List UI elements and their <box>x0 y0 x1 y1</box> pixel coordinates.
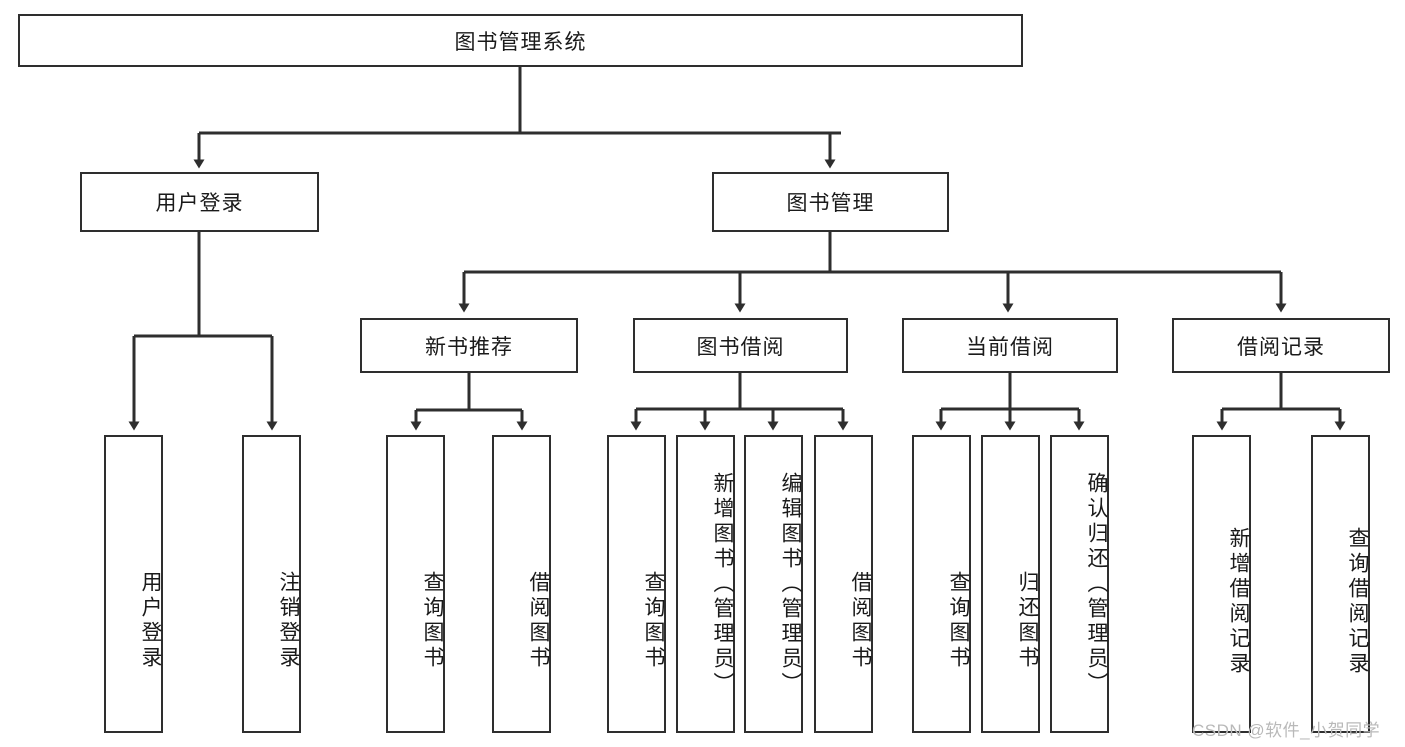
leaf-return-book[interactable]: 归还图书 <box>981 435 1040 733</box>
leaf-query-book-recommend[interactable]: 查询图书 <box>386 435 445 733</box>
node-root-system[interactable]: 图书管理系统 <box>18 14 1023 67</box>
node-label: 新增借阅记录 <box>1227 527 1250 677</box>
leaf-confirm-return-admin[interactable]: 确认归还（管理员） <box>1050 435 1109 733</box>
node-new-book-recommend[interactable]: 新书推荐 <box>360 318 578 373</box>
node-label: 确认归还（管理员） <box>1085 471 1108 697</box>
node-label: 当前借阅 <box>966 335 1054 359</box>
node-label: 新书推荐 <box>425 335 513 359</box>
leaf-add-book-admin[interactable]: 新增图书（管理员） <box>676 435 735 733</box>
node-label: 新增图书（管理员） <box>711 471 734 697</box>
node-label: 编辑图书（管理员） <box>779 471 802 697</box>
leaf-borrow-book-recommend[interactable]: 借阅图书 <box>492 435 551 733</box>
csdn-watermark: CSDN @软件_小贺同学 <box>1192 721 1381 740</box>
node-label: 借阅图书 <box>849 571 872 671</box>
leaf-user-login[interactable]: 用户登录 <box>104 435 163 733</box>
node-user-login[interactable]: 用户登录 <box>80 172 319 232</box>
leaf-borrow-book[interactable]: 借阅图书 <box>814 435 873 733</box>
node-label: 图书管理系统 <box>454 30 587 54</box>
leaf-logout[interactable]: 注销登录 <box>242 435 301 733</box>
node-label: 查询借阅记录 <box>1346 527 1369 677</box>
node-book-management[interactable]: 图书管理 <box>712 172 949 232</box>
node-label: 查询图书 <box>642 571 665 671</box>
node-label: 借阅图书 <box>527 571 550 671</box>
node-label: 归还图书 <box>1016 571 1039 671</box>
leaf-query-book-borrow[interactable]: 查询图书 <box>607 435 666 733</box>
node-label: 图书管理 <box>786 192 875 215</box>
node-label: 借阅记录 <box>1237 335 1325 359</box>
node-label: 用户登录 <box>139 571 162 671</box>
node-current-borrow[interactable]: 当前借阅 <box>902 318 1118 373</box>
node-label: 图书借阅 <box>696 335 785 359</box>
leaf-edit-book-admin[interactable]: 编辑图书（管理员） <box>744 435 803 733</box>
node-borrow-record[interactable]: 借阅记录 <box>1172 318 1390 373</box>
node-label: 注销登录 <box>277 571 300 671</box>
node-label: 查询图书 <box>421 571 444 671</box>
leaf-query-borrow-record[interactable]: 查询借阅记录 <box>1311 435 1370 733</box>
leaf-query-book-current[interactable]: 查询图书 <box>912 435 971 733</box>
leaf-add-borrow-record[interactable]: 新增借阅记录 <box>1192 435 1251 733</box>
node-book-borrow[interactable]: 图书借阅 <box>633 318 848 373</box>
node-label: 查询图书 <box>947 571 970 671</box>
node-label: 用户登录 <box>155 192 244 215</box>
